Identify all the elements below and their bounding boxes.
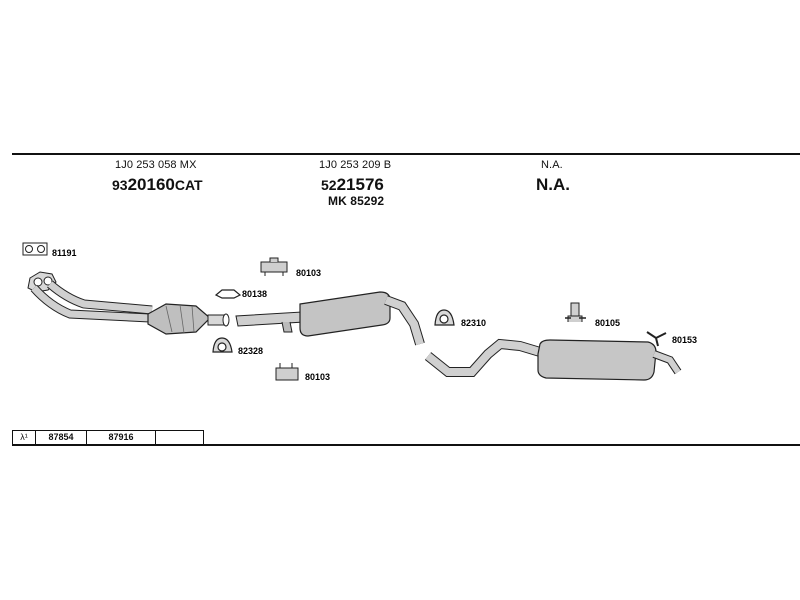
- sealing-ring-icon: [212, 337, 233, 353]
- middle-silencer: [235, 291, 425, 346]
- reference-table: [12, 430, 204, 445]
- catalytic-converter: [147, 303, 230, 335]
- bracket-icon: [214, 289, 242, 299]
- oe-number-rear-silencer: N.A.: [541, 159, 563, 171]
- lambda-symbol-cell: λ¹: [13, 430, 36, 444]
- rear-silencer: [424, 338, 682, 381]
- top-divider-line: [12, 153, 800, 155]
- part-number-rear-silencer: N.A.: [536, 175, 570, 194]
- hanger-end-label: 80153: [672, 335, 697, 345]
- bracket-label: 80138: [242, 289, 267, 299]
- hanger-right-label: 80105: [595, 318, 620, 328]
- bottom-divider-line: [12, 444, 800, 446]
- mounting-kit-number: MK 85292: [328, 194, 385, 208]
- oe-number-middle-silencer: 1J0 253 209 B: [319, 159, 392, 171]
- reference-cell: 87916: [87, 430, 156, 444]
- clamp-icon: [275, 363, 299, 381]
- clamp-lower-label: 80103: [305, 372, 330, 382]
- ring-left-label: 82328: [238, 346, 263, 356]
- front-pipe: [27, 271, 153, 323]
- ring-right-label: 82310: [461, 318, 486, 328]
- oe-number-catalyst: 1J0 253 058 MX: [115, 159, 197, 171]
- gasket-top-label: 81191: [52, 248, 77, 258]
- clamp-icon: [260, 257, 288, 276]
- reference-cell: 87854: [36, 430, 87, 444]
- rubber-hanger-icon: [565, 302, 586, 322]
- part-number-catalyst: 9320160CAT: [112, 175, 203, 194]
- part-number-middle-silencer: 5221576: [321, 175, 384, 194]
- hanger-bracket-icon: [646, 331, 667, 347]
- sealing-ring-icon: [434, 309, 455, 326]
- clamp-upper-label: 80103: [296, 268, 321, 278]
- gasket-icon: [22, 242, 48, 256]
